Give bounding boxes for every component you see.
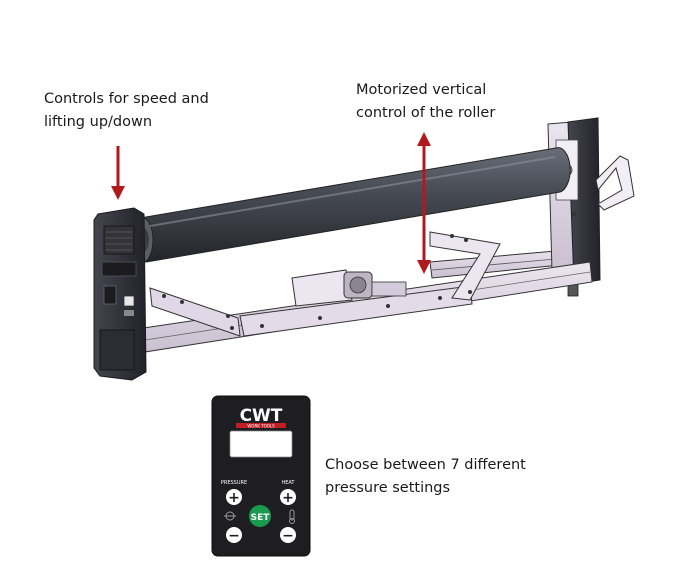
left-control-box (93, 207, 147, 381)
callout-motorized-line2: control of the roller (356, 105, 496, 121)
keypad-heat-label: HEAT (281, 480, 295, 486)
pressure-icon (224, 511, 236, 521)
heat-minus-label: − (282, 528, 294, 544)
callout-controls-line2: lifting up/down (44, 114, 153, 130)
set-button-label: SET (251, 513, 271, 523)
keypad-brand-sub: WORK TOOLS (247, 423, 275, 428)
set-button[interactable]: SET (249, 505, 271, 527)
vertical-double-arrow-icon (417, 132, 431, 274)
pressure-plus-label: + (228, 490, 240, 506)
heat-plus-label: + (282, 490, 294, 506)
keypad-pressure-label: PRESSURE (221, 480, 247, 486)
heat-icon (289, 509, 295, 524)
heat-plus-button[interactable]: + (280, 489, 296, 506)
down-arrow-icon (111, 146, 125, 200)
callout-motorized-line1: Motorized vertical (356, 82, 487, 98)
callout-motorized: Motorized vertical control of the roller (356, 79, 495, 125)
callout-controls: Controls for speed and lifting up/down (44, 88, 209, 134)
callout-pressure-line1: Choose between 7 different (325, 457, 526, 473)
pressure-plus-button[interactable]: + (226, 489, 242, 506)
callout-pressure: Choose between 7 different pressure sett… (325, 454, 526, 500)
keypad-display (229, 430, 293, 458)
heat-minus-button[interactable]: − (280, 527, 296, 544)
pressure-minus-button[interactable]: − (226, 527, 242, 544)
callout-pressure-line2: pressure settings (325, 480, 451, 496)
pressure-minus-label: − (228, 528, 240, 544)
keypad-brand: CWT (240, 406, 283, 426)
callout-controls-line1: Controls for speed and (44, 91, 209, 107)
